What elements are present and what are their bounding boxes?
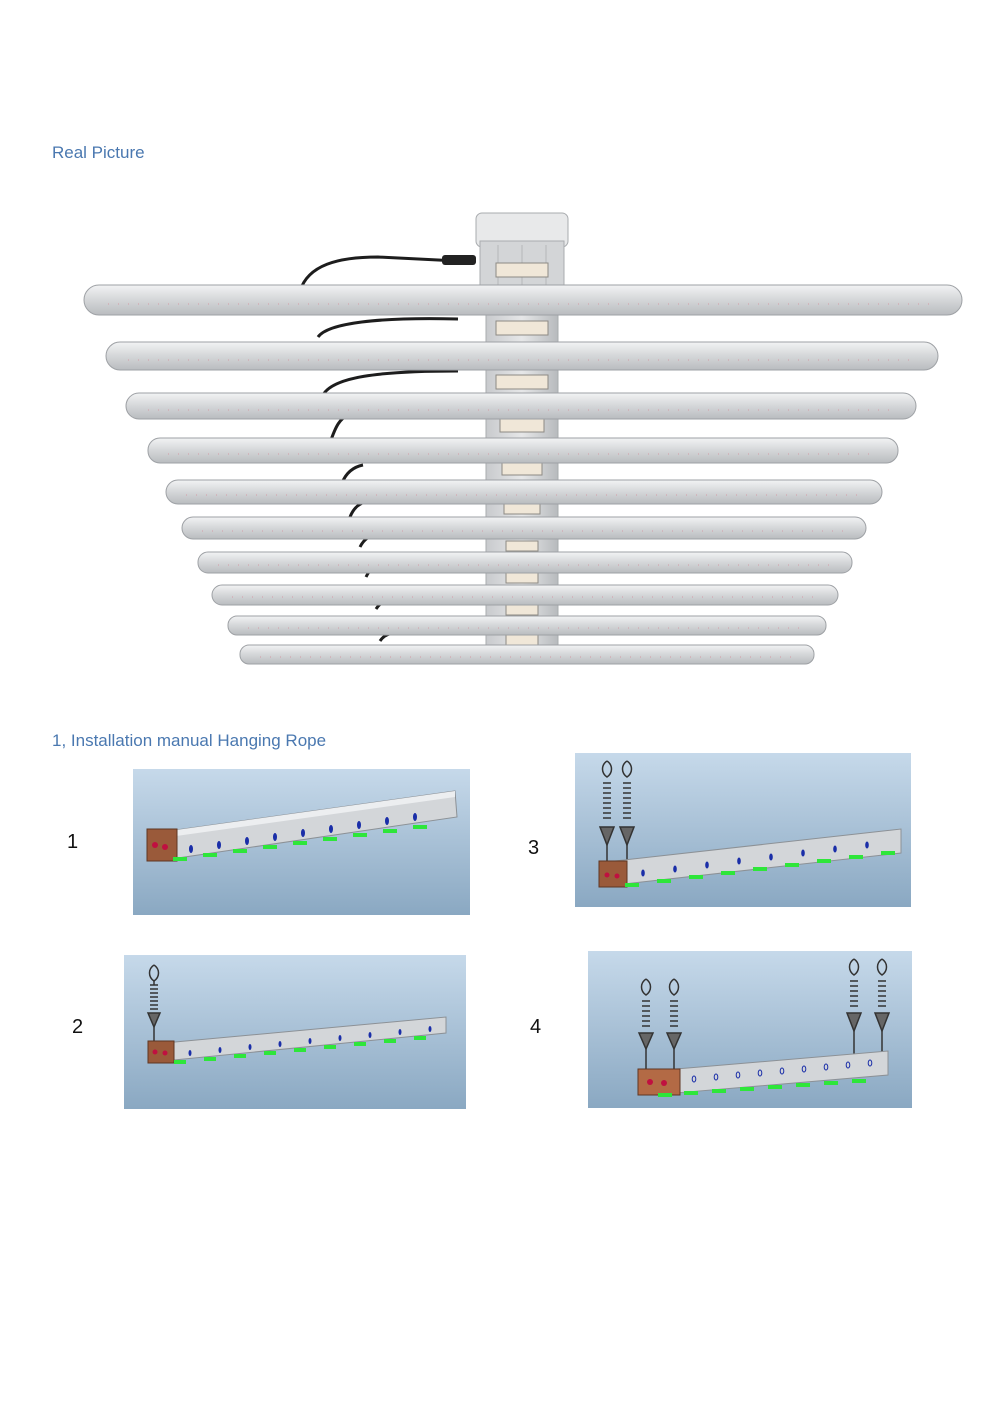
hanging-rope-icon: [146, 964, 162, 1043]
step-3-illustration: [575, 753, 911, 907]
led-bar-fixture: [83, 212, 963, 665]
step-2-illustration: [124, 955, 466, 1109]
section-title-real-picture: Real Picture: [52, 143, 145, 162]
step-number-3: 3: [528, 837, 540, 859]
power-driver-box: [475, 212, 569, 292]
step-number-1: 1: [67, 831, 79, 853]
step-1-illustration: [133, 769, 470, 915]
step-number-4: 4: [530, 1016, 542, 1038]
step-number-2: 2: [72, 1016, 84, 1038]
product-photo: [78, 205, 968, 675]
section-title-installation: 1, Installation manual Hanging Rope: [52, 731, 327, 750]
step-4-illustration: [588, 951, 912, 1108]
